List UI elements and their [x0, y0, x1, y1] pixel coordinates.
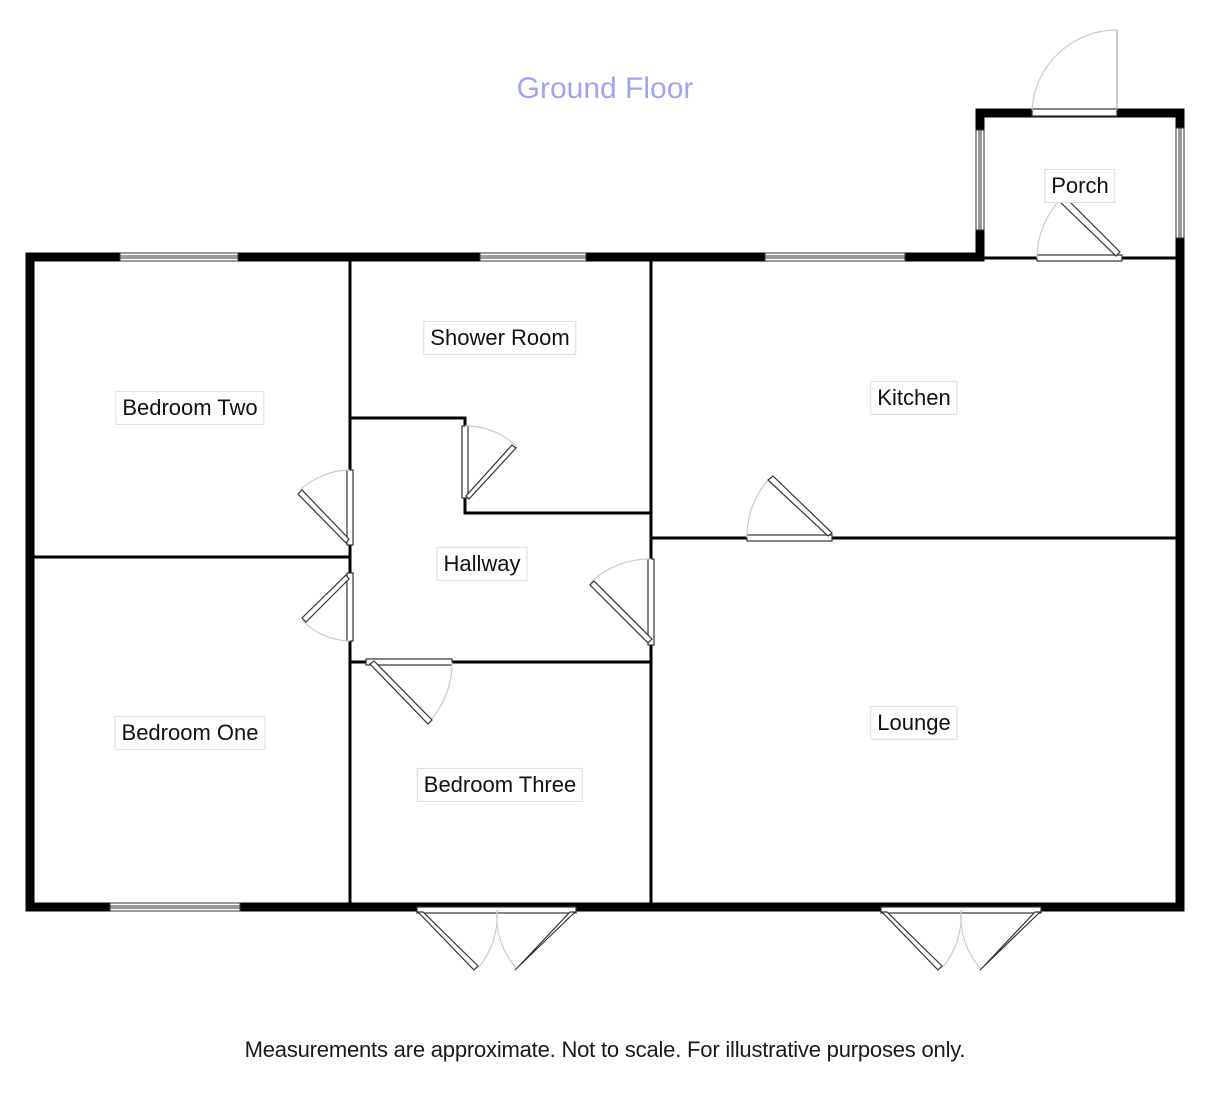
door-icon	[461, 425, 517, 500]
door-icon	[1031, 29, 1118, 117]
window-icon	[764, 252, 906, 262]
double-door-icon	[880, 906, 1042, 971]
room-label-kitchen: Kitchen	[870, 380, 958, 416]
internal-walls	[30, 256, 1180, 907]
disclaimer-note: Measurements are approximate. Not to sca…	[244, 1037, 966, 1062]
floor-title: Ground Floor	[516, 72, 694, 105]
window-icon	[1175, 127, 1185, 239]
external-walls	[25, 108, 1185, 912]
room-label-shower-room: Shower Room	[423, 320, 577, 356]
room-label-hallway: Hallway	[436, 546, 528, 582]
door-icon	[365, 658, 453, 725]
window-icon	[109, 902, 241, 912]
door-icon	[746, 475, 833, 542]
room-label-lounge: Lounge	[870, 705, 958, 741]
windows	[109, 127, 1185, 912]
window-icon	[119, 252, 239, 262]
door-icon	[1036, 195, 1123, 262]
room-label-bedroom-one: Bedroom One	[114, 715, 266, 751]
doors	[297, 29, 1123, 971]
window-icon	[975, 129, 985, 231]
outer-wall	[25, 252, 1185, 912]
door-icon	[297, 469, 354, 546]
room-label-bedroom-three: Bedroom Three	[416, 767, 584, 803]
door-icon	[589, 558, 655, 646]
door-icon	[301, 572, 354, 642]
room-label-porch: Porch	[1044, 168, 1116, 204]
double-door-icon	[416, 906, 577, 971]
window-icon	[479, 252, 587, 262]
room-label-bedroom-two: Bedroom Two	[115, 390, 265, 426]
